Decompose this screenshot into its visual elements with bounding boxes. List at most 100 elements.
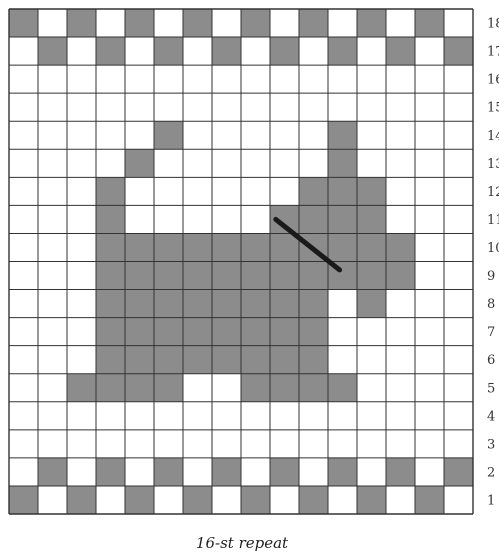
chart-cell-empty xyxy=(444,93,473,121)
chart-cell-filled xyxy=(415,9,444,37)
chart-cell-empty xyxy=(415,233,444,261)
chart-cell-empty xyxy=(415,149,444,177)
chart-cell-filled xyxy=(212,458,241,486)
chart-cell-empty xyxy=(328,346,357,374)
row-number-label: 6 xyxy=(487,353,495,368)
row-number-label: 12 xyxy=(487,185,499,200)
chart-cell-empty xyxy=(444,290,473,318)
chart-cell-empty xyxy=(67,430,96,458)
chart-cell-empty xyxy=(241,430,270,458)
chart-cell-empty xyxy=(38,233,67,261)
chart-cell-empty xyxy=(444,402,473,430)
chart-cell-empty xyxy=(154,486,183,514)
chart-cell-empty xyxy=(270,177,299,205)
chart-cell-filled xyxy=(96,177,125,205)
chart-cell-filled xyxy=(328,37,357,65)
chart-cell-empty xyxy=(415,346,444,374)
chart-cell-filled xyxy=(328,149,357,177)
chart-cell-filled xyxy=(125,262,154,290)
chart-cell-empty xyxy=(67,149,96,177)
row-number-label: 16 xyxy=(487,73,499,88)
chart-cell-filled xyxy=(96,458,125,486)
chart-cell-filled xyxy=(299,205,328,233)
chart-cell-empty xyxy=(212,149,241,177)
chart-cell-empty xyxy=(154,93,183,121)
chart-cell-empty xyxy=(38,430,67,458)
chart-cell-filled xyxy=(241,290,270,318)
chart-cell-empty xyxy=(9,290,38,318)
chart-cell-empty xyxy=(241,177,270,205)
chart-cell-filled xyxy=(357,233,386,261)
chart-cell-filled xyxy=(299,9,328,37)
chart-cell-empty xyxy=(415,430,444,458)
chart-cell-filled xyxy=(96,374,125,402)
chart-cell-empty xyxy=(9,374,38,402)
chart-cell-empty xyxy=(328,290,357,318)
chart-cell-empty xyxy=(444,486,473,514)
chart-cell-empty xyxy=(38,290,67,318)
chart-cell-empty xyxy=(328,93,357,121)
chart-cell-filled xyxy=(357,290,386,318)
chart-cell-empty xyxy=(415,290,444,318)
chart-cell-empty xyxy=(96,93,125,121)
chart-cell-empty xyxy=(299,149,328,177)
chart-cell-empty xyxy=(67,177,96,205)
chart-cell-empty xyxy=(125,205,154,233)
chart-cell-filled xyxy=(125,486,154,514)
chart-cell-empty xyxy=(183,205,212,233)
chart-cell-empty xyxy=(125,402,154,430)
chart-cell-empty xyxy=(9,233,38,261)
chart-cell-empty xyxy=(270,430,299,458)
chart-cell-empty xyxy=(9,177,38,205)
chart-cell-empty xyxy=(270,65,299,93)
chart-cell-filled xyxy=(96,37,125,65)
chart-cell-filled xyxy=(328,374,357,402)
chart-cell-filled xyxy=(212,262,241,290)
chart-cell-empty xyxy=(183,65,212,93)
chart-cell-filled xyxy=(38,458,67,486)
chart-cell-empty xyxy=(386,205,415,233)
chart-cell-filled xyxy=(9,9,38,37)
chart-cell-empty xyxy=(270,149,299,177)
chart-cell-empty xyxy=(299,458,328,486)
chart-cell-empty xyxy=(386,9,415,37)
chart-cell-filled xyxy=(357,262,386,290)
chart-cell-empty xyxy=(444,318,473,346)
chart-cell-empty xyxy=(9,458,38,486)
chart-cell-empty xyxy=(125,430,154,458)
chart-cell-empty xyxy=(154,430,183,458)
chart-cell-empty xyxy=(212,121,241,149)
chart-cell-empty xyxy=(154,9,183,37)
chart-cell-empty xyxy=(125,65,154,93)
chart-cell-empty xyxy=(415,374,444,402)
chart-cell-empty xyxy=(444,177,473,205)
chart-cell-empty xyxy=(357,93,386,121)
chart-cell-filled xyxy=(328,205,357,233)
row-number-label: 1 xyxy=(487,493,495,508)
chart-cell-filled xyxy=(241,262,270,290)
chart-cell-empty xyxy=(241,205,270,233)
chart-cell-empty xyxy=(67,402,96,430)
chart-cell-filled xyxy=(299,290,328,318)
chart-cell-empty xyxy=(38,177,67,205)
chart-cell-filled xyxy=(299,262,328,290)
chart-cell-empty xyxy=(270,486,299,514)
chart-cell-filled xyxy=(154,458,183,486)
chart-cell-empty xyxy=(9,93,38,121)
row-number-label: 15 xyxy=(487,101,499,116)
chart-cell-empty xyxy=(212,205,241,233)
chart-cell-empty xyxy=(212,486,241,514)
chart-cell-empty xyxy=(415,318,444,346)
chart-cell-empty xyxy=(96,65,125,93)
chart-cell-filled xyxy=(96,318,125,346)
chart-cell-empty xyxy=(444,233,473,261)
chart-cell-filled xyxy=(299,486,328,514)
chart-cell-empty xyxy=(386,149,415,177)
chart-cell-empty xyxy=(9,65,38,93)
chart-cell-empty xyxy=(415,177,444,205)
chart-cell-empty xyxy=(9,402,38,430)
chart-cell-filled xyxy=(125,149,154,177)
chart-cell-empty xyxy=(125,93,154,121)
chart-cell-filled xyxy=(183,318,212,346)
chart-cell-empty xyxy=(357,402,386,430)
